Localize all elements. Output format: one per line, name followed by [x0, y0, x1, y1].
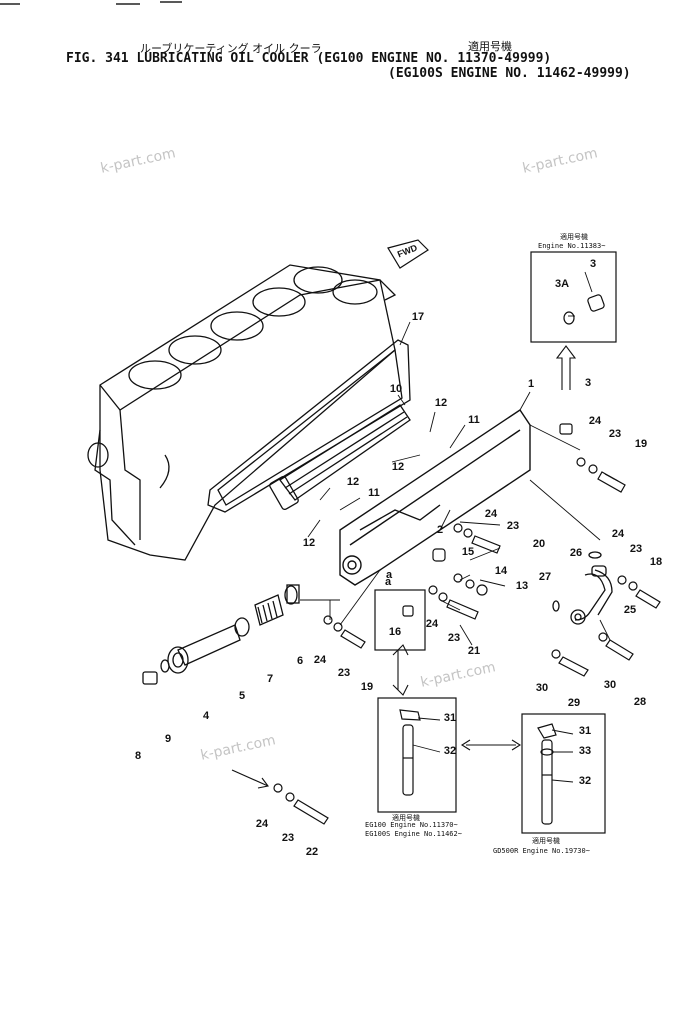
callout-11b: 11: [368, 487, 380, 499]
inset-applicability-jp-left: 適用号機: [392, 814, 420, 822]
callout-4: 4: [202, 710, 210, 722]
inset-arrows: [231, 345, 577, 789]
callout-23e: 23: [337, 667, 351, 679]
callout-24e: 24: [313, 654, 327, 666]
callout-29: 29: [567, 697, 581, 709]
callout-25: 25: [623, 604, 637, 616]
figure-title-line2: (EG100S ENGINE NO. 11462-49999): [388, 66, 631, 81]
inset-note-left-1: EG100 Engine No.11370~: [365, 821, 458, 829]
callout-23a: 23: [608, 428, 622, 440]
callout-12a: 12: [434, 397, 448, 409]
figure-title: FIG. 341 LUBRICATING OIL COOLER (EG100 E…: [66, 51, 552, 66]
callout-14: 14: [494, 565, 508, 577]
callout-a: a: [385, 569, 393, 581]
scan-marks: [0, 1, 182, 5]
callout-16: 16: [388, 626, 402, 638]
engine-block: [87, 264, 397, 561]
callout-13: 13: [515, 580, 529, 592]
inset-leaders: [412, 271, 593, 783]
gasket-17: [207, 339, 411, 513]
callout-17: 17: [411, 311, 425, 323]
callout-3-inset: 3: [589, 258, 597, 270]
callout-19a: 19: [634, 438, 648, 450]
callout-18: 18: [649, 556, 663, 568]
callout-7: 7: [266, 673, 274, 685]
callout-a-inset: a: [384, 576, 392, 588]
callout-12c: 12: [346, 476, 360, 488]
inset-note-left-2: EG100S Engine No.11462~: [365, 830, 462, 838]
callout-23b: 23: [506, 520, 520, 532]
callout-24c: 24: [611, 528, 625, 540]
fwd-arrow: [387, 239, 429, 269]
inset-boxes: [374, 251, 617, 834]
callout-6: 6: [296, 655, 304, 667]
callout-3: 3: [584, 377, 592, 389]
callout-19b: 19: [360, 681, 374, 693]
callout-11a: 11: [468, 414, 480, 426]
callout-12d: 12: [302, 537, 316, 549]
callout-27: 27: [538, 571, 552, 583]
callout-21: 21: [467, 645, 481, 657]
oil-filter-relief-parts: [142, 584, 300, 685]
callout-23f: 23: [281, 832, 295, 844]
callout-1: 1: [527, 378, 535, 390]
callout-2: 2: [436, 524, 444, 536]
inset-note-right: GD500R Engine No.19730~: [493, 847, 590, 855]
callout-9: 9: [164, 733, 172, 745]
callout-26: 26: [569, 547, 583, 559]
callout-28: 28: [633, 696, 647, 708]
inset-shapes: [399, 294, 605, 825]
callout-22: 22: [305, 846, 319, 858]
washers-bolts: [273, 423, 661, 825]
inset-engine-note: Engine No.11383~: [538, 242, 606, 250]
pipe-25-assembly: [552, 551, 613, 625]
inset-applicability-jp-right: 適用号機: [532, 837, 560, 845]
callout-30b: 30: [603, 679, 617, 691]
callout-32-left: 32: [443, 745, 457, 757]
cooler-housing-1: [339, 409, 531, 586]
callout-23d: 23: [447, 632, 461, 644]
callout-24d: 24: [425, 618, 439, 630]
applicability-jp: 適用号機: [468, 40, 512, 53]
leader-lines: [300, 321, 611, 646]
inset-applicability-jp: 適用号機: [560, 233, 588, 241]
callout-23c: 23: [629, 543, 643, 555]
callout-31-left: 31: [443, 712, 457, 724]
japanese-title: ルーブリケーティング オイル クーラ: [140, 42, 322, 55]
callout-5: 5: [238, 690, 246, 702]
callout-32-right: 32: [578, 775, 592, 787]
callout-31-right: 31: [578, 725, 592, 737]
callout-20: 20: [532, 538, 546, 550]
callout-15: 15: [461, 546, 475, 558]
callout-12b: 12: [391, 461, 405, 473]
callout-3a: 3A: [554, 278, 570, 290]
callout-24f: 24: [255, 818, 269, 830]
cooler-element-10: [269, 404, 411, 511]
callout-33: 33: [578, 745, 592, 757]
callout-8: 8: [134, 750, 142, 762]
callout-10: 10: [389, 383, 403, 395]
callout-24a: 24: [588, 415, 602, 427]
callout-24b: 24: [484, 508, 498, 520]
callout-30a: 30: [535, 682, 549, 694]
